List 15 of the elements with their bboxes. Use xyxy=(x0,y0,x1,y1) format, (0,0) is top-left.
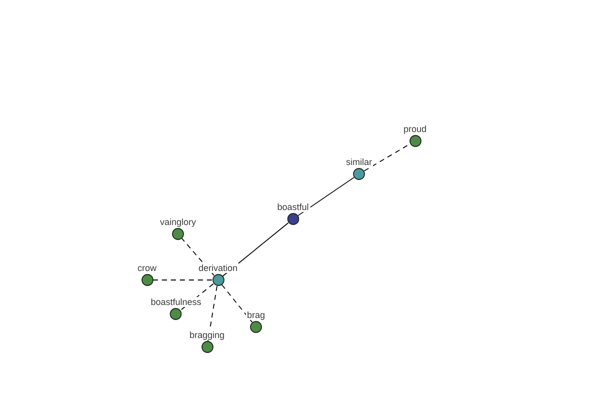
dashed-connector xyxy=(364,144,410,172)
node-label: bragging xyxy=(188,330,226,340)
node-label: proud xyxy=(402,124,428,134)
connector-line xyxy=(298,176,354,216)
node-label: derivation xyxy=(197,263,239,273)
node-label: crow xyxy=(136,263,158,273)
node-label: vainglory xyxy=(158,217,198,227)
dashed-connector xyxy=(208,286,218,342)
node-label: boastfulness xyxy=(150,297,202,307)
dashed-connector xyxy=(180,283,214,311)
dashed-connector xyxy=(182,238,214,276)
node-label: similar xyxy=(345,157,373,167)
node-label: boastful xyxy=(276,202,310,212)
node-label: brag xyxy=(246,310,266,320)
dashed-connector xyxy=(221,284,253,323)
